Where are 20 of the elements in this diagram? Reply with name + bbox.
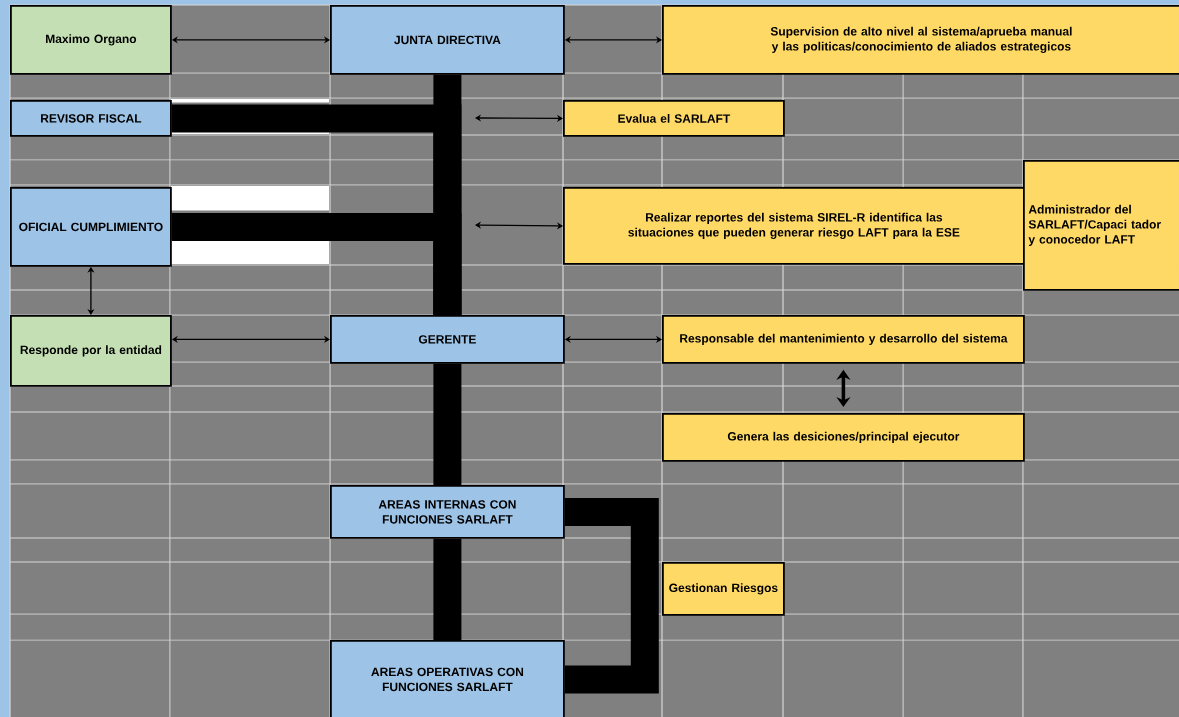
description-box: Genera las desiciones/principal ejecutor (662, 413, 1025, 462)
position-box: AREAS OPERATIVAS CON FUNCIONES SARLAFT (330, 640, 565, 717)
position-box: OFICIAL CUMPLIMIENTO (10, 187, 172, 267)
description-box: Gestionan Riesgos (662, 562, 785, 616)
description-box: Supervision de alto nivel al sistema/aprueba manual y las politicas/conocimiento de aliados estrategicos (662, 5, 1179, 75)
description-box: Realizar reportes del sistema SIREL-R identifica las situaciones que pueden generar riesgo LAFT para la ESE (563, 187, 1025, 265)
connector-bar (564, 497, 659, 694)
position-box: AREAS INTERNAS CON FUNCIONES SARLAFT (330, 485, 565, 539)
level-box: Maximo Organo (10, 5, 172, 75)
position-box: GERENTE (330, 315, 565, 364)
connector-bar (171, 212, 462, 315)
description-box: Evalua el SARLAFT (563, 100, 785, 137)
position-box: JUNTA DIRECTIVA (330, 5, 565, 75)
description-box: Administrador del SARLAFT/Capaci tador y conocedor LAFT (1023, 160, 1179, 291)
description-box: Responsable del mantenimiento y desarrollo del sistema (662, 315, 1025, 364)
position-box: REVISOR FISCAL (10, 100, 172, 137)
connector-bar (433, 363, 462, 485)
level-box: Responde por la entidad (10, 315, 172, 387)
double-arrow (475, 114, 563, 122)
connector-bar (433, 538, 462, 640)
